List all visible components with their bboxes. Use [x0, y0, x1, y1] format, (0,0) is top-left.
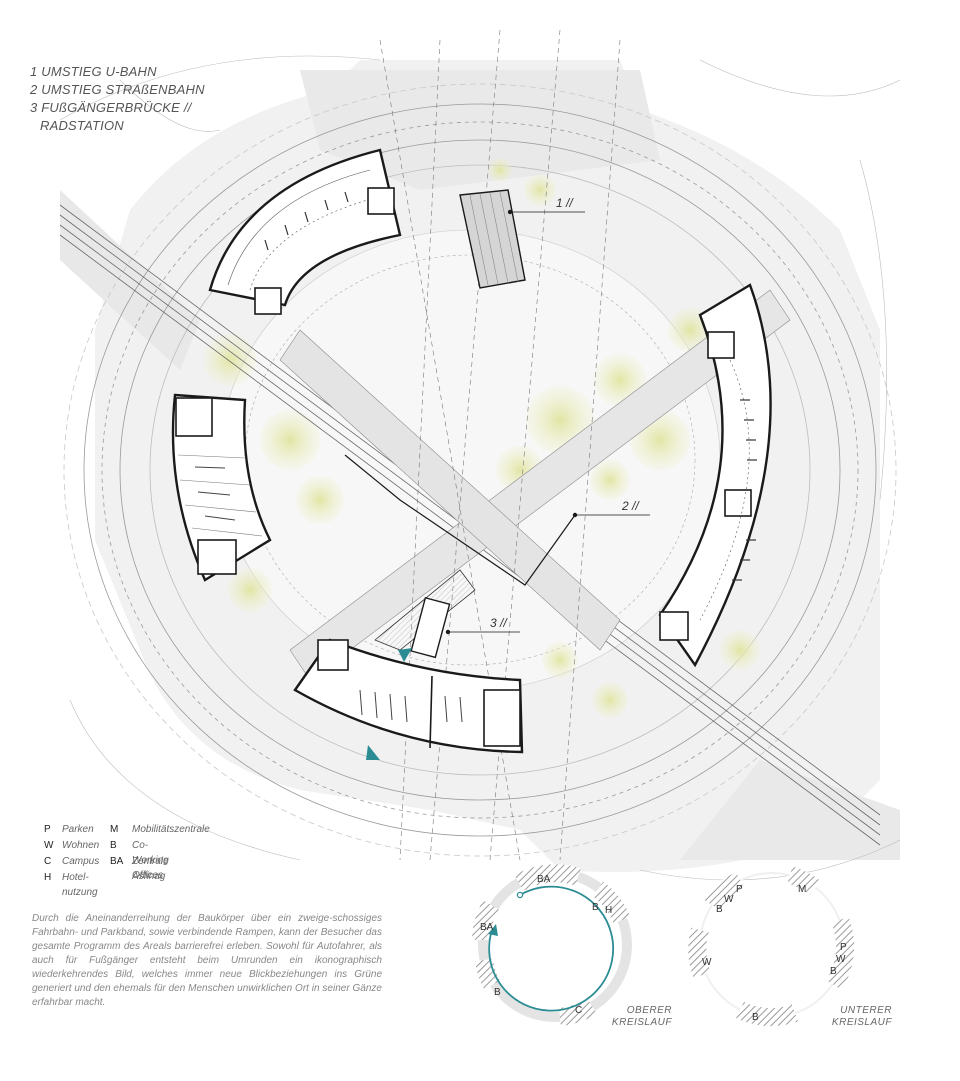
key-c-letter: C [44, 856, 52, 867]
upper-seg-h: H [605, 905, 612, 916]
callout-2-label: 2 // [621, 499, 640, 513]
title-line-1: 1 UMSTIEG U-BAHN [30, 64, 157, 79]
direction-arrows [366, 648, 412, 760]
lower-seg-w-left: W [702, 957, 712, 968]
key-ba-text: Zentrale Asfinag [132, 856, 169, 882]
upper-ring-label-1: OBERER [626, 1005, 672, 1016]
callout-1: 1 // [507, 196, 585, 215]
building-east [658, 283, 772, 668]
title-line-3: 3 FUßGÄNGERBRÜCKE // [30, 100, 192, 115]
callout-2: 2 // [572, 499, 650, 518]
lower-seg-b: B [716, 904, 723, 915]
upper-seg-c: C [575, 1005, 582, 1016]
upper-seg-ba-top: BA [537, 874, 551, 885]
callout-3: 3 // [445, 616, 520, 635]
callout-1-label: 1 // [556, 196, 574, 210]
title-line-4: RADSTATION [40, 118, 124, 133]
key-m-text: Mobilitätszentrale [132, 824, 210, 835]
lower-ring-label-1: UNTERER [840, 1005, 892, 1016]
upper-seg-b-lower: B [494, 987, 501, 998]
upper-seg-b: B [592, 902, 599, 913]
lower-ring-diagram: B W P M W P W B B [688, 866, 855, 1027]
tram-line [344, 454, 576, 586]
lower-seg-b-bottom: B [752, 1012, 759, 1023]
title-line-2: 2 UMSTIEG STRAßENBAHN [30, 82, 205, 97]
lower-ring-label: UNTERER KREISLAUF [812, 1005, 892, 1029]
subway-station [459, 189, 526, 289]
lower-seg-b-right: B [830, 966, 837, 977]
key-w-text: Wohnen [62, 840, 100, 851]
upper-seg-ba-left: BA [480, 922, 494, 933]
callout-3-label: 3 // [490, 616, 508, 630]
upper-ring-label: OBERER KREISLAUF [592, 1005, 672, 1029]
key-h-text-1: Hotel- [62, 872, 89, 883]
key-m-letter: M [110, 824, 119, 835]
building-north-west [208, 148, 402, 315]
lower-seg-p-right: P [840, 942, 847, 953]
upper-ring-diagram: BA BA B H B C [472, 864, 632, 1026]
road-ring [63, 83, 897, 857]
upper-ring-label-2: KREISLAUF [611, 1017, 672, 1028]
lower-seg-p: P [736, 884, 743, 895]
key-ba-letter: BA [110, 856, 124, 867]
building-south [293, 638, 524, 754]
key-w-letter: W [44, 840, 54, 851]
key-b-letter: B [110, 840, 117, 851]
key-c-text: Campus [62, 856, 100, 867]
key-b-text: Co-Working Offices [132, 840, 169, 881]
ramp-bridge [374, 569, 476, 659]
context-lines [59, 55, 901, 881]
description-paragraph: Durch die Aneinanderreihung der Baukörpe… [32, 913, 382, 1008]
building-west [171, 393, 272, 582]
lower-seg-w: W [724, 894, 734, 905]
key-p-text: Parken [62, 824, 94, 835]
lower-seg-w-right: W [836, 954, 846, 965]
key-p-letter: P [44, 824, 51, 835]
lower-seg-m: M [798, 884, 806, 895]
key-h-letter: H [44, 872, 52, 883]
lower-ring-label-2: KREISLAUF [831, 1017, 892, 1028]
key-h-text-2: nutzung [62, 887, 98, 898]
